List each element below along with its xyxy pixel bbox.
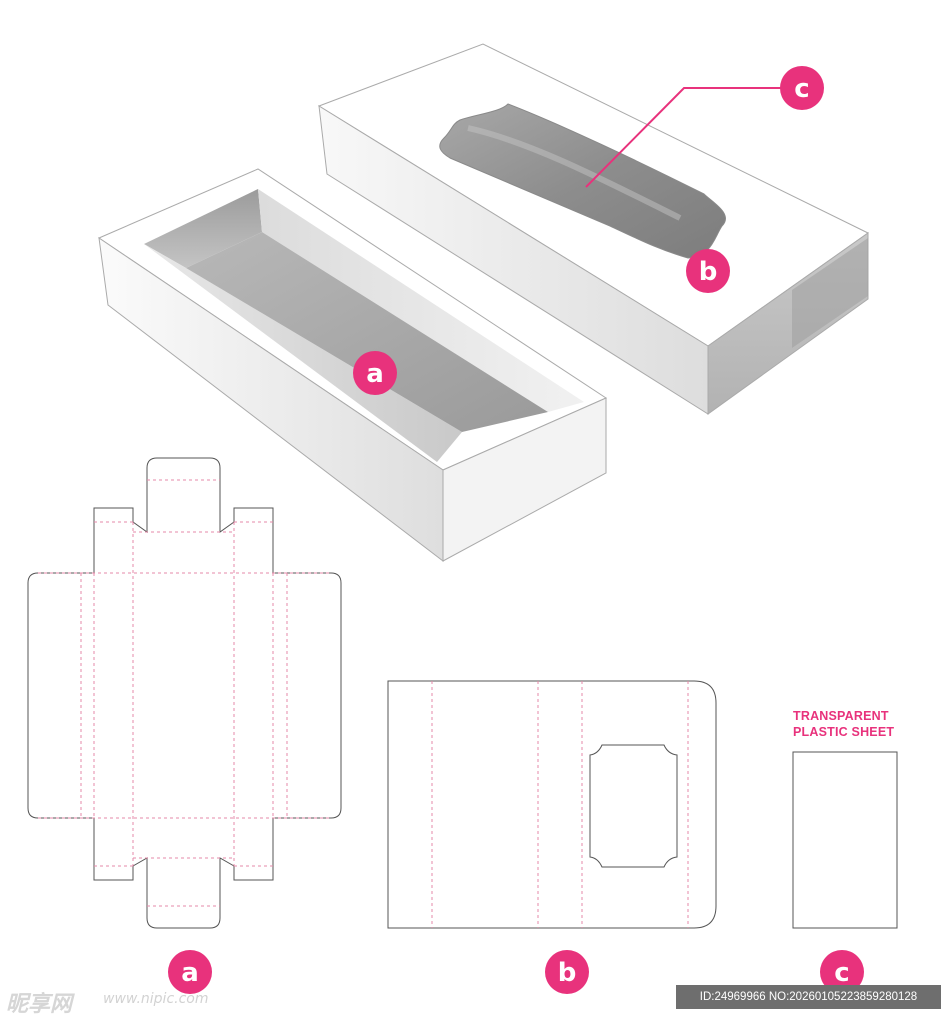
window-highlight: [467, 125, 682, 221]
tray-inner-left-wall: [144, 244, 462, 462]
plastic-sheet-dieline: [792, 751, 898, 929]
image-id-bar: ID:24969966 NO:20260105223859280128: [676, 985, 941, 1009]
tray-dieline: [27, 457, 342, 929]
tray-3d: [97, 168, 608, 563]
tray-inner-right-wall: [258, 189, 584, 412]
plastic-sheet-title-line1: TRANSPARENT: [793, 709, 889, 723]
badge-window-3d: c: [780, 66, 824, 110]
badge-sheet-dieline-label: c: [834, 958, 849, 988]
badge-tray-3d-label: a: [366, 359, 384, 389]
badge-tray-dieline: a: [168, 950, 212, 994]
tray-inner-back-wall: [144, 189, 262, 268]
watermark-url: www.nipic.com: [103, 991, 209, 1007]
tray-dieline-outline: [27, 457, 342, 929]
sleeve-dieline-window: [589, 744, 678, 868]
sleeve-3d: [317, 43, 869, 415]
watermark-site-name: 昵享网: [6, 991, 73, 1017]
badge-window-3d-label: c: [794, 74, 809, 104]
tray-dieline-folds: [38, 479, 331, 907]
plastic-sheet-title: TRANSPARENT PLASTIC SHEET: [793, 708, 943, 740]
tray-right-face: [442, 397, 607, 562]
sleeve-dieline-folds: [431, 681, 689, 928]
badge-tray-3d: a: [353, 351, 397, 395]
badge-tray-dieline-label: a: [181, 958, 199, 988]
badge-sheet-dieline: c: [820, 950, 864, 994]
badge-sleeve-dieline-label: b: [558, 958, 577, 988]
badge-sleeve-3d-label: b: [699, 257, 718, 287]
badge-sleeve-3d: b: [686, 249, 730, 293]
sleeve-dieline-outline: [387, 680, 717, 929]
sleeve-dieline: [387, 680, 717, 929]
tray-floor: [186, 232, 548, 432]
callout-leader-line: [585, 87, 781, 188]
sleeve-inner-edge: [792, 238, 868, 348]
badge-sleeve-dieline: b: [545, 950, 589, 994]
plastic-sheet-title-line2: PLASTIC SHEET: [793, 725, 895, 739]
window-callout: [585, 87, 781, 188]
